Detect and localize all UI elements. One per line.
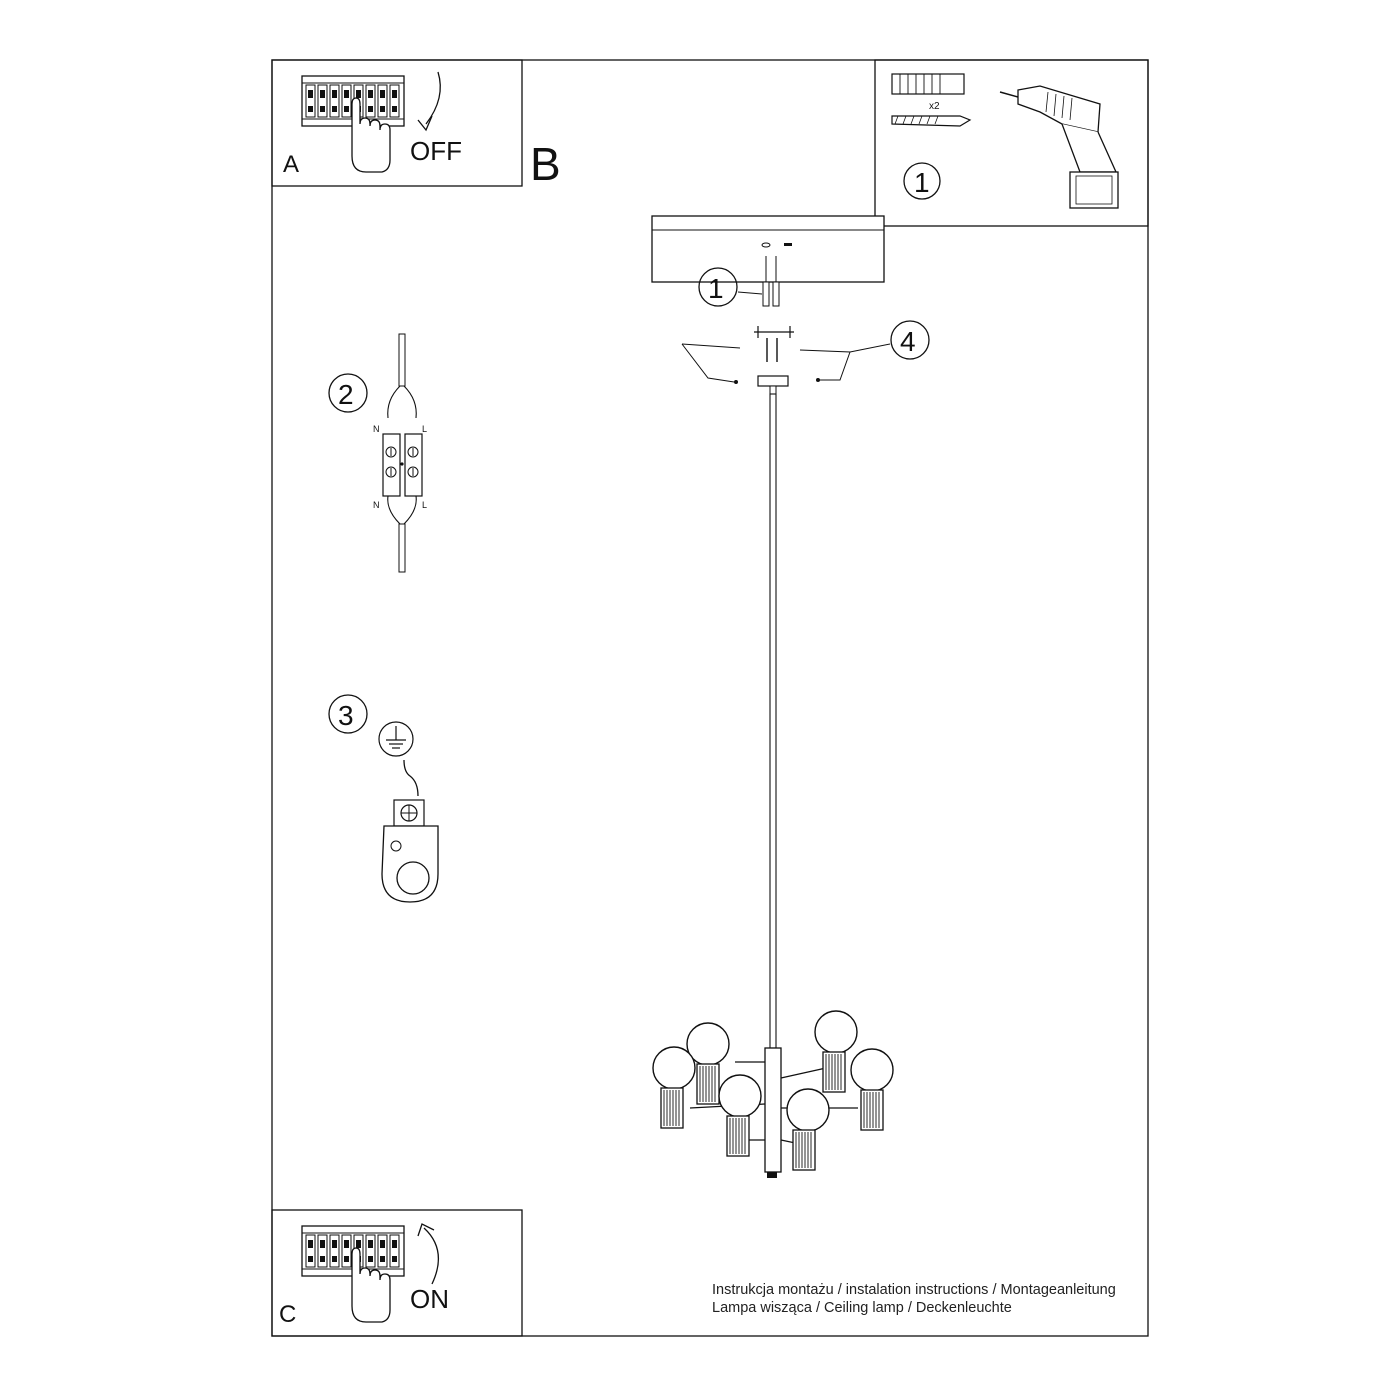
live-label-bottom: L xyxy=(422,500,427,510)
caption-line-2: Lampa wisząca / Ceiling lamp / Deckenleu… xyxy=(712,1300,1012,1316)
earth-step-number: 3 xyxy=(338,700,354,731)
cover-screws-step-number: 4 xyxy=(900,326,916,357)
bulb-globe xyxy=(652,1046,696,1090)
panel-c-state: ON xyxy=(410,1284,449,1314)
screw-icon xyxy=(891,115,972,127)
tools-box: x2 1 xyxy=(874,59,1149,227)
bulb-socket xyxy=(792,1129,816,1171)
earth-icon xyxy=(378,721,414,757)
panel-a-letter: A xyxy=(283,151,299,178)
bulb-socket xyxy=(696,1063,720,1105)
rotate-arrow-icon xyxy=(425,71,441,125)
wall-plug-icon xyxy=(762,281,780,307)
tools-step-number: 1 xyxy=(914,167,930,198)
bulb-globe xyxy=(850,1048,894,1092)
panel-a-state: OFF xyxy=(410,136,462,166)
panel-c-letter: C xyxy=(279,1301,296,1328)
ceiling-mount: 1 4 xyxy=(651,215,930,387)
anchors-step-number: 1 xyxy=(708,273,724,304)
bulb-globe xyxy=(718,1074,762,1118)
wiring-diagram: 2 N L N L xyxy=(328,333,427,573)
drill-icon xyxy=(999,85,1119,209)
instructions-caption: Instrukcja montażu / instalation instruc… xyxy=(712,1281,1116,1317)
panel-b-letter: B xyxy=(530,138,561,190)
wall-plug-icon xyxy=(891,73,965,95)
panel-c-power-on: C ON xyxy=(271,1209,523,1337)
chandelier xyxy=(652,1010,894,1178)
screw-icon xyxy=(766,338,778,362)
sheet-frame xyxy=(271,59,1149,1337)
rotate-arrow-icon xyxy=(423,1227,439,1285)
bulb-socket xyxy=(660,1087,684,1129)
caption-line-1: Instrukcja montażu / instalation instruc… xyxy=(712,1282,1116,1298)
bulb-socket xyxy=(860,1089,884,1131)
bulb-globe xyxy=(814,1010,858,1054)
suspension-rod xyxy=(769,385,777,1049)
bulb-globe xyxy=(786,1088,830,1132)
bulb-socket xyxy=(822,1051,846,1093)
tools-quantity: x2 xyxy=(929,101,940,112)
terminal-block-icon xyxy=(382,433,423,497)
live-label-top: L xyxy=(422,424,427,434)
panel-a-power-off: A OFF xyxy=(271,59,523,187)
earth-connection: 3 xyxy=(328,694,439,903)
bulb-socket xyxy=(726,1115,750,1157)
wiring-step-number: 2 xyxy=(338,379,354,410)
neutral-label-top: N xyxy=(373,424,380,434)
neutral-label-bottom: N xyxy=(373,500,380,510)
